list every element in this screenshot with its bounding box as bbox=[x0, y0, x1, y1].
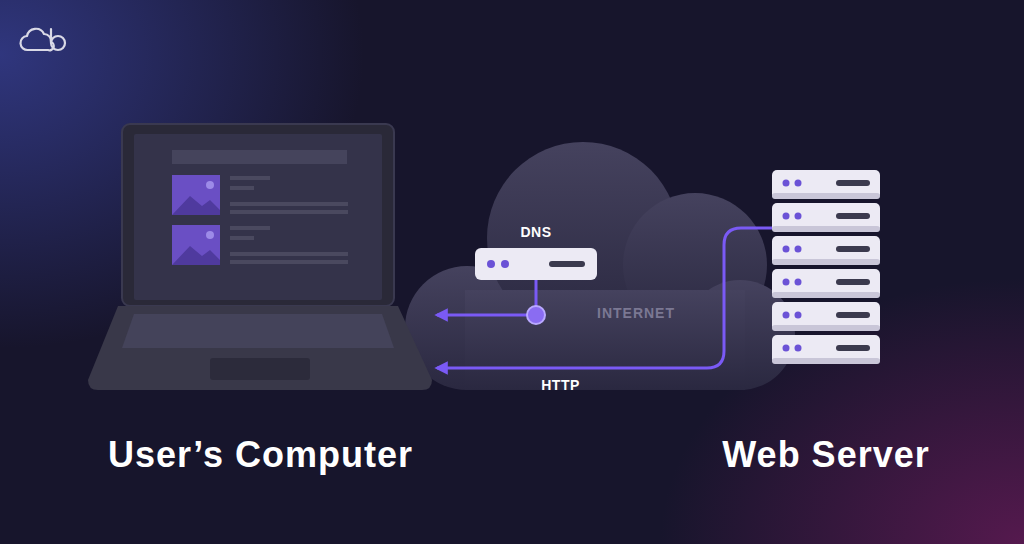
junction-dot bbox=[527, 306, 545, 324]
connector-line bbox=[437, 280, 536, 315]
device-label: User’s Computer bbox=[108, 433, 413, 477]
internet-cloud: INTERNET DNS bbox=[405, 140, 795, 390]
dns-server-box: DNS bbox=[475, 248, 597, 280]
web-server-rack: Web Server bbox=[772, 170, 880, 365]
dns-server-drawing bbox=[475, 248, 597, 280]
connector-arrow bbox=[437, 228, 772, 368]
connector-line bbox=[437, 228, 772, 368]
brand-logo bbox=[18, 26, 74, 54]
cloud-shape bbox=[405, 140, 795, 390]
server-rack-drawing bbox=[772, 170, 880, 365]
laptop-node: User’s Computer bbox=[88, 122, 433, 392]
device-label: Web Server bbox=[722, 433, 929, 477]
server-label: DNS bbox=[520, 223, 551, 241]
laptop-drawing bbox=[88, 122, 433, 392]
connector-arrow bbox=[437, 280, 545, 324]
protocol-label: HTTP bbox=[541, 376, 580, 394]
region-label: INTERNET bbox=[597, 304, 675, 322]
